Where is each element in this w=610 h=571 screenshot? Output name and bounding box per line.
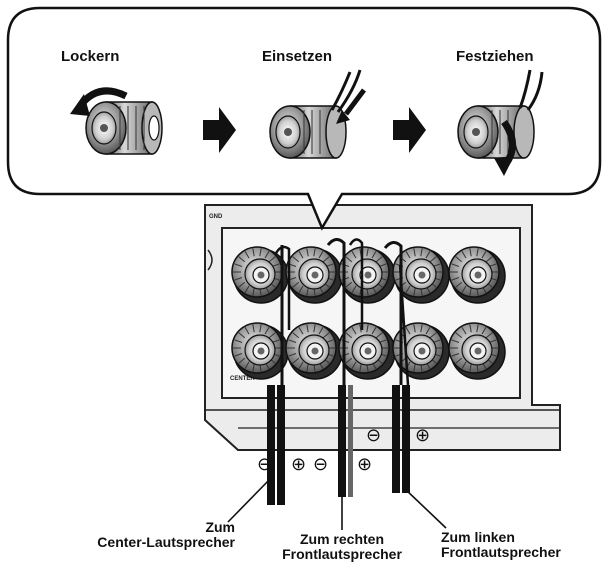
speaker-terminal (285, 322, 343, 380)
speaker-terminal (448, 246, 506, 304)
cable-right-front (348, 385, 353, 497)
cable-center (277, 385, 285, 505)
tighten-terminal-illustration (457, 69, 544, 176)
callout-center-line2: Center-Lautsprecher (97, 534, 235, 550)
speaker-terminal (285, 246, 343, 304)
speaker-cables (267, 238, 410, 505)
center-terminal-label: CENTER (230, 376, 255, 382)
plus-symbol: ⊕ (291, 454, 306, 475)
cable-center (267, 385, 275, 505)
step-arrow-right (393, 107, 426, 153)
callout-left-line1: Zum linken (441, 529, 515, 545)
terminal-grid (231, 246, 506, 380)
speaker-terminal (338, 322, 396, 380)
gnd-label: GND (209, 214, 223, 220)
callout-right-line1: Zum rechten (299, 531, 384, 547)
loosen-terminal-illustration (70, 87, 163, 155)
cable-left-front (402, 385, 410, 493)
speaker-terminal (448, 322, 506, 380)
plus-symbol: ⊕ (415, 425, 430, 446)
step-arrow-right (203, 107, 236, 153)
callout-center-speaker: Zum Center-Lautsprecher (15, 520, 235, 550)
callout-right-line2: Frontlautsprecher (282, 546, 402, 562)
cable-left-front (392, 385, 400, 493)
callout-right-front-speaker: Zum rechten Frontlautsprecher (262, 532, 422, 562)
plus-symbol: ⊕ (357, 454, 372, 475)
speaker-terminal (338, 246, 396, 304)
callout-leaders (227, 477, 447, 530)
minus-symbol: ⊖ (313, 454, 328, 475)
callout-center-line1: Zum (205, 519, 235, 535)
callout-left-line2: Frontlautsprecher (441, 544, 561, 560)
step-label-tighten: Festziehen (456, 48, 534, 65)
polarity-symbols: ⊖ ⊕ ⊖ ⊕ ⊖ ⊕ (257, 425, 430, 475)
step-label-loosen: Lockern (61, 48, 120, 65)
cable-right-front (338, 385, 346, 497)
minus-symbol: ⊖ (366, 425, 381, 446)
callout-left-front-speaker: Zum linken Frontlautsprecher (441, 530, 601, 560)
minus-symbol: ⊖ (257, 454, 272, 475)
insert-wire-illustration (269, 69, 366, 159)
step-label-insert: Einsetzen (262, 48, 333, 65)
